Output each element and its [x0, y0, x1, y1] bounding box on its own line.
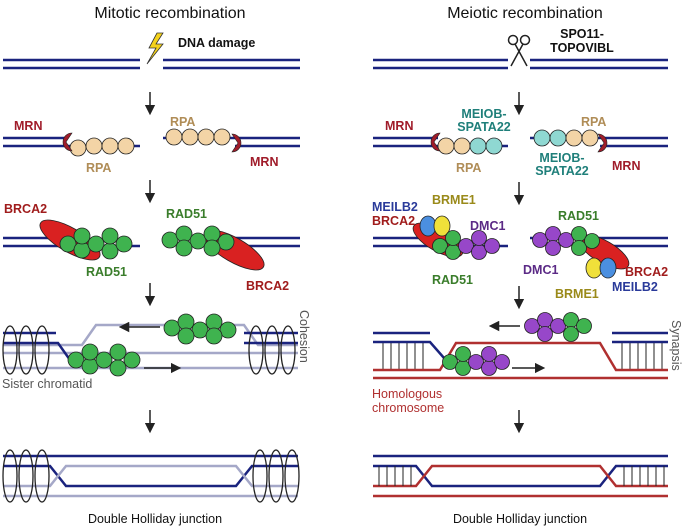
cohesion-label: Cohesion	[297, 310, 311, 363]
rad51-filament-invading	[67, 343, 141, 377]
sister-chromatid-label: Sister chromatid	[2, 377, 92, 391]
meiotic-rad51-dna	[373, 236, 668, 248]
brca2-label-right: BRCA2	[246, 279, 289, 293]
dhj-caption-meiotic: Double Holliday junction	[453, 512, 587, 526]
mrn-label-left-meiotic: MRN	[385, 119, 413, 133]
rad51-dmc1-filament-invading	[442, 346, 510, 376]
meiob-label-right-line1: MEIOB-	[539, 151, 584, 165]
meiotic-invading-dna	[373, 331, 668, 360]
mitotic-dsb-dna	[3, 58, 300, 70]
mrn-label-left: MRN	[14, 119, 42, 133]
mrn-label-right: MRN	[250, 155, 278, 169]
rad51-dmc1-filament-right	[532, 226, 600, 256]
meilb2-label-right: MEILB2	[612, 280, 658, 294]
homologous-chromosome-lines	[373, 341, 668, 380]
dna-damage-label: DNA damage	[178, 36, 255, 50]
cohesin-rings-dhj	[2, 449, 300, 503]
dmc1-label-right: DMC1	[523, 263, 558, 277]
rad51-label-left: RAD51	[86, 265, 127, 279]
rad51-label-left-meiotic: RAD51	[432, 273, 473, 287]
meiotic-dhj-dna	[373, 454, 668, 498]
rad51-label-right-meiotic: RAD51	[558, 209, 599, 223]
rpa-label-left-meiotic: RPA	[456, 161, 481, 175]
brme1-label-right: BRME1	[555, 287, 599, 301]
mrn-complex-right-meiotic	[597, 133, 608, 153]
brme1-label-left: BRME1	[432, 193, 476, 207]
meiotic-dsb-dna	[373, 58, 668, 70]
meiotic-resection-dna	[373, 136, 668, 148]
rpa-meiob-filament-left	[437, 137, 503, 155]
homologous-label-line2: chromosome	[372, 401, 444, 415]
mitotic-resection-dna	[3, 136, 300, 148]
meiotic-title: Meiotic recombination	[447, 5, 603, 22]
meiob-label-left-line2: SPATA22	[457, 120, 511, 134]
rpa-label-right: RPA	[170, 115, 195, 129]
lightning-icon	[146, 32, 164, 65]
rad51-filament-right	[161, 225, 235, 257]
mrn-label-right-meiotic: MRN	[612, 159, 640, 173]
rad51-filament-left	[59, 227, 133, 260]
rpa-label-left: RPA	[86, 161, 111, 175]
mrn-complex-right	[231, 133, 242, 153]
homologous-label-line1: Homologous	[372, 387, 442, 401]
brca2-label-left-meiotic: BRCA2	[372, 214, 415, 228]
mitotic-title: Mitotic recombination	[94, 5, 245, 22]
mitotic-rad51-dna	[3, 236, 300, 248]
synaptonemal-rungs	[382, 342, 663, 370]
brme1-protein-left	[433, 215, 451, 237]
cohesin-rings	[2, 325, 296, 375]
meiotic-panel: SPO11- TOPOVIBL MRN MEIOB- SPATA22 RPA R…	[372, 27, 683, 526]
spo11-label-line2: TOPOVIBL	[550, 41, 614, 55]
scissors-icon	[507, 34, 531, 67]
synaptonemal-rungs-dhj	[378, 466, 665, 486]
dmc1-label-left: DMC1	[470, 219, 505, 233]
brca2-label-right-meiotic: BRCA2	[625, 265, 668, 279]
mrn-complex-left-meiotic	[430, 132, 441, 152]
mitotic-panel: DNA damage MRN RPA RPA MRN	[2, 32, 311, 526]
meilb2-protein-right	[599, 257, 617, 279]
synapsis-label: Synapsis	[669, 320, 683, 371]
mitotic-dhj-dna	[3, 454, 298, 498]
mrn-complex-left	[62, 132, 73, 152]
rpa-label-right-meiotic: RPA	[581, 115, 606, 129]
meilb2-label-left: MEILB2	[372, 200, 418, 214]
brca2-label-left: BRCA2	[4, 202, 47, 216]
rpa-filament-left	[69, 137, 135, 157]
rad51-dmc1-filament-displaced	[524, 312, 592, 342]
rad51-dmc1-filament-left	[432, 230, 500, 260]
dhj-caption-mitotic: Double Holliday junction	[88, 512, 222, 526]
sister-chromatid-lines	[3, 323, 298, 370]
rpa-filament-right	[165, 128, 231, 146]
meiob-label-right-line2: SPATA22	[535, 164, 589, 178]
meiob-label-left-line1: MEIOB-	[461, 107, 506, 121]
spo11-label-line1: SPO11-	[560, 27, 604, 41]
rpa-meiob-filament-right	[533, 129, 599, 147]
rad51-filament-displaced	[163, 313, 237, 345]
rad51-label-right: RAD51	[166, 207, 207, 221]
